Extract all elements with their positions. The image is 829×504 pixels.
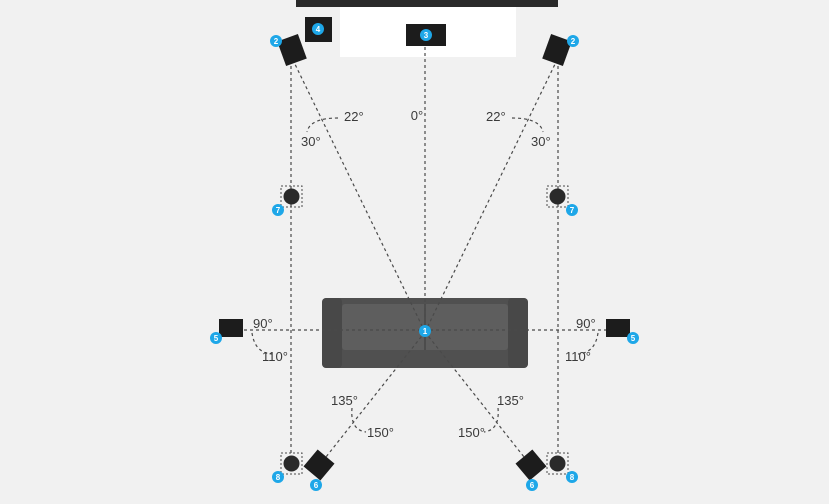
speaker-icon (542, 34, 572, 66)
badge-subwoofer (312, 23, 324, 35)
subwoofer[interactable]: 4 (305, 17, 332, 42)
guide-rear-left (321, 331, 426, 463)
angle-label-front-right-outer: 30° (531, 134, 551, 149)
angle-label-rear-right-inner: 135° (497, 393, 524, 408)
back-right-speaker[interactable]: 8 (546, 452, 578, 483)
speaker-icon (515, 449, 547, 481)
badge-center (420, 29, 432, 41)
badge-back-left (272, 471, 284, 483)
speaker-frame (546, 185, 569, 208)
side-left-speaker[interactable]: 5 (210, 319, 243, 344)
angle-label-rear-right-outer: 150° (458, 425, 485, 440)
front-left-speaker[interactable]: 2 (270, 34, 307, 66)
guide-front-left (291, 57, 426, 333)
speaker-icon (606, 319, 630, 337)
back-left-speaker[interactable]: 8 (272, 452, 303, 483)
badge-rear-left-number: 6 (314, 481, 319, 490)
speaker-frame (546, 452, 569, 475)
speaker-frame (280, 185, 303, 208)
badge-rear-left (310, 479, 322, 491)
speaker-icon (303, 449, 335, 481)
angle-label-side-left-inner: 90° (253, 316, 273, 331)
angle-label-front-left-inner: 22° (344, 109, 364, 124)
badge-back-left-number: 8 (276, 473, 281, 482)
angle-label-side-left-outer: 110° (262, 349, 288, 364)
center-speaker[interactable]: 3 (406, 24, 446, 46)
rear-left-speaker[interactable]: 6 (303, 449, 335, 491)
arc-rear-left (351, 407, 367, 433)
angle-label-rear-left-inner: 135° (331, 393, 358, 408)
speaker-icon (277, 34, 307, 66)
tv-screen-icon (296, 0, 558, 7)
guide-front-right (424, 57, 559, 333)
badge-side-left-number: 5 (214, 334, 219, 343)
speaker-icon (283, 188, 300, 205)
rear-right-speaker[interactable]: 6 (515, 449, 547, 491)
angle-label-side-right-inner: 90° (576, 316, 596, 331)
speaker-icon (549, 188, 566, 205)
badge-front-right (567, 35, 579, 47)
badge-rear-right-number: 6 (530, 481, 535, 490)
badge-ceiling-left-number: 7 (276, 206, 281, 215)
speaker-icon (549, 455, 566, 472)
ceiling-left-speaker[interactable]: 7 (272, 185, 303, 216)
angle-label-front-right-inner: 22° (486, 109, 506, 124)
speaker-icon (283, 455, 300, 472)
badge-back-right-number: 8 (570, 473, 575, 482)
badge-front-left-number: 2 (274, 37, 279, 46)
badge-listener-number: 1 (423, 327, 428, 336)
badge-side-left (210, 332, 222, 344)
badge-front-left (270, 35, 282, 47)
badge-back-right (566, 471, 578, 483)
badge-listener (419, 325, 431, 337)
badge-side-right-number: 5 (631, 334, 636, 343)
badge-subwoofer-number: 4 (316, 25, 321, 34)
speaker-icon (219, 319, 243, 337)
front-right-speaker[interactable]: 2 (542, 34, 579, 66)
speaker-frame (280, 452, 303, 475)
badge-center-number: 3 (424, 31, 429, 40)
badge-ceiling-right (566, 204, 578, 216)
angle-label-side-right-outer: 110° (565, 349, 591, 364)
ceiling-right-speaker[interactable]: 7 (546, 185, 578, 216)
badge-front-right-number: 2 (571, 37, 576, 46)
badge-rear-right (526, 479, 538, 491)
badge-ceiling-right-number: 7 (570, 206, 575, 215)
badge-side-right (627, 332, 639, 344)
badge-ceiling-left (272, 204, 284, 216)
angle-label-rear-left-outer: 150° (367, 425, 394, 440)
angle-label-center: 0° (411, 108, 423, 123)
listener-position[interactable]: 1 (419, 325, 431, 337)
guide-rear-right (424, 331, 529, 463)
angle-label-front-left-outer: 30° (301, 134, 321, 149)
side-right-speaker[interactable]: 5 (606, 319, 639, 344)
arc-rear-right (483, 407, 499, 433)
